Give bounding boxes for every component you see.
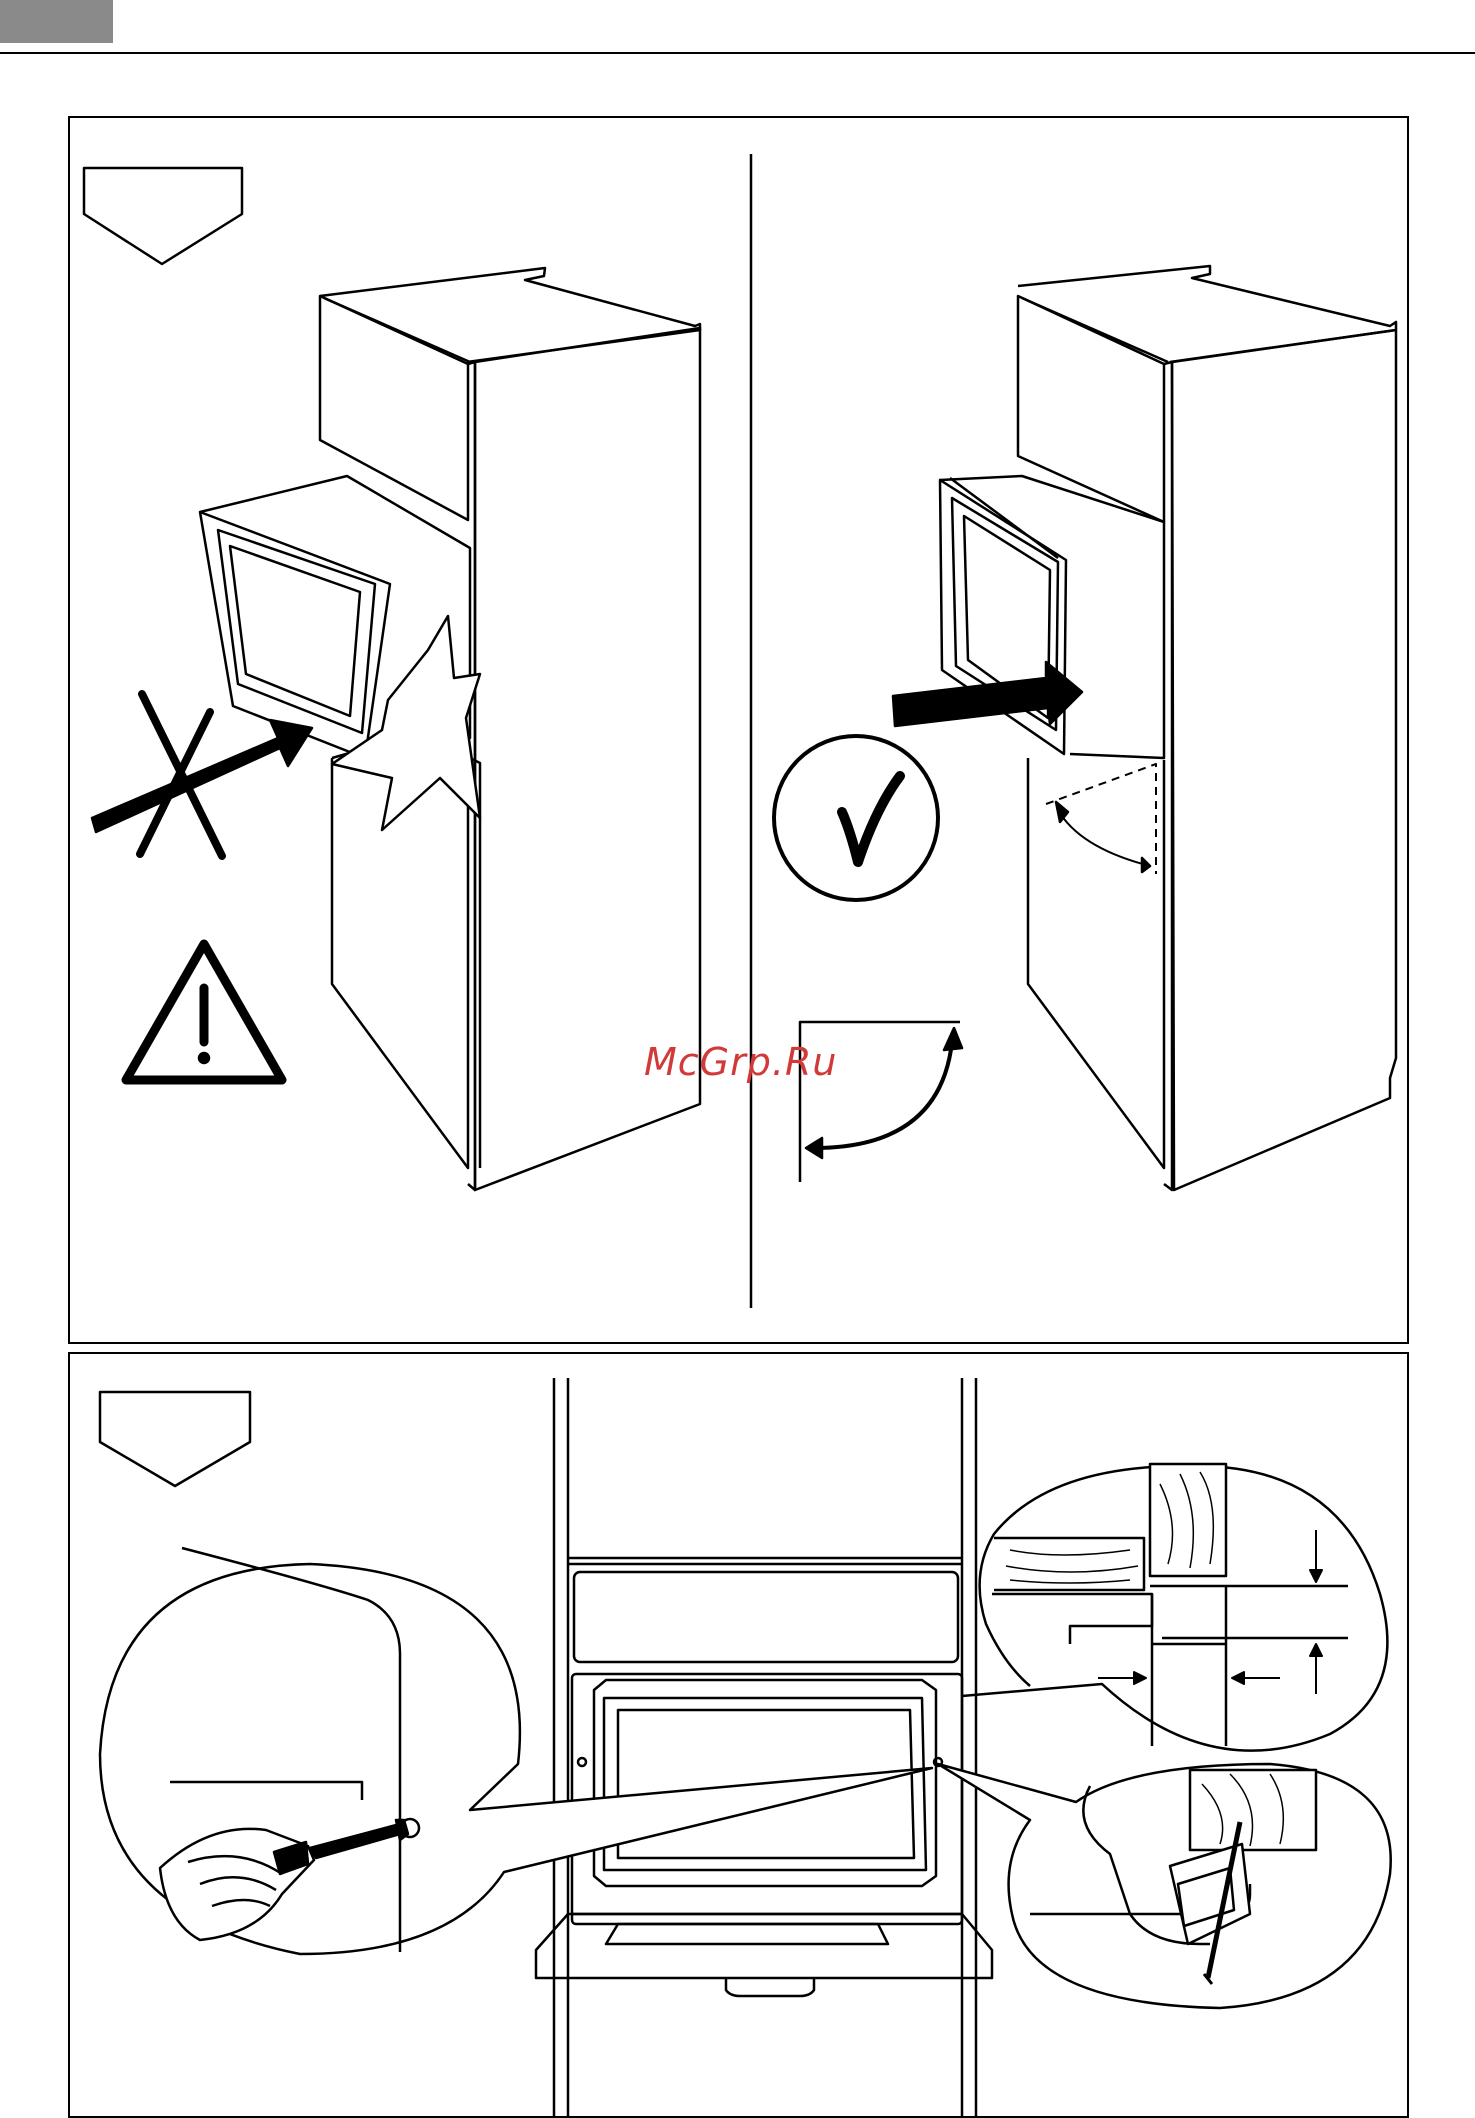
installation-panel-top: McGrp.Ru xyxy=(68,116,1409,1344)
cabinet-illustration-right xyxy=(940,266,1396,1190)
warning-triangle-icon xyxy=(126,944,282,1080)
checkmark-circle-icon xyxy=(774,736,938,900)
step-pentagon-icon xyxy=(84,168,242,264)
installation-panel-bottom xyxy=(68,1352,1409,2118)
wood-grain-detail xyxy=(1150,1464,1226,1576)
impact-star-icon xyxy=(332,616,480,830)
step-pentagon-icon xyxy=(100,1392,250,1486)
watermark: McGrp.Ru xyxy=(644,1040,837,1084)
push-arrow-icon xyxy=(893,662,1082,726)
callout-bracket-detail xyxy=(938,1764,1391,2008)
header-rule xyxy=(0,52,1475,54)
cabinet-front-view xyxy=(536,1378,992,2116)
page-header-tab xyxy=(0,0,113,43)
callout-gap-detail xyxy=(962,1464,1387,1751)
